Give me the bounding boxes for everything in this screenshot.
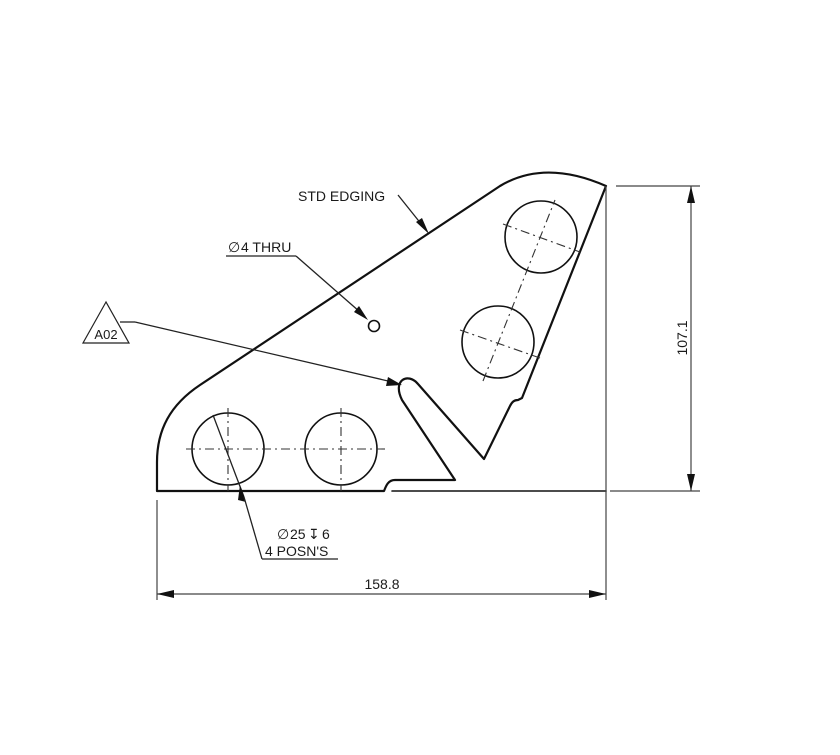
- large-hole-callout: ∅ 25 ↧ 6 4 POSN'S: [212, 414, 338, 560]
- large-hole-depth: 6: [322, 526, 330, 542]
- triangle-icon: [81, 300, 131, 344]
- large-hole-diameter: 25: [290, 526, 306, 542]
- small-hole: [367, 319, 381, 333]
- hole-4: [504, 200, 578, 274]
- small-hole-callout: ∅ 4 THRU: [226, 239, 368, 320]
- large-hole-count: 4 POSN'S: [265, 543, 328, 559]
- datum-tag: A02: [81, 300, 402, 386]
- std-edging-label: STD EDGING: [298, 188, 385, 204]
- dimension-width: 158.8: [156, 186, 607, 600]
- std-edging-callout: STD EDGING: [298, 188, 429, 234]
- datum-label: A02: [94, 327, 117, 342]
- height-value: 107.1: [674, 320, 690, 355]
- centerlines: [186, 199, 581, 491]
- depth-icon: ↧: [308, 526, 320, 542]
- small-hole-symbol: ∅: [228, 239, 240, 255]
- large-hole-diameter-symbol: ∅: [277, 526, 289, 542]
- width-value: 158.8: [364, 576, 399, 592]
- part-outline: [155, 171, 608, 493]
- small-hole-text: 4 THRU: [241, 239, 291, 255]
- dimension-height: 107.1: [610, 185, 700, 492]
- hole-3: [461, 305, 535, 379]
